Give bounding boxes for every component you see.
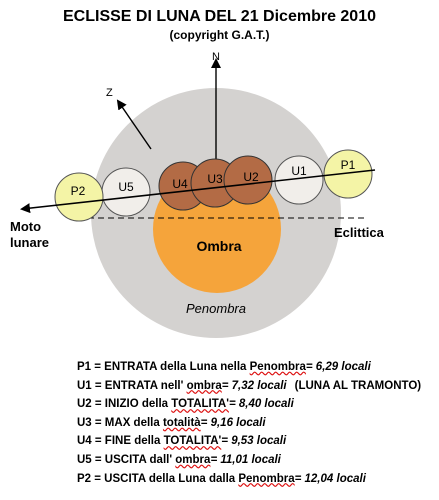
- north-label: N: [212, 51, 220, 63]
- label-u1: U1: [291, 164, 307, 178]
- legend-row: U5 = USCITA dall' ombra= 11,01 locali: [77, 453, 281, 466]
- label-u4: U4: [172, 177, 188, 191]
- timing-legend: P1 = ENTRATA della Luna nella Penombra= …: [77, 358, 437, 488]
- moon-p1: [323, 149, 373, 199]
- zenith-arrow: [116, 99, 152, 150]
- lunar-motion-arrow: [20, 169, 376, 214]
- moon-p2: [54, 172, 104, 222]
- ecliptic-label: Eclittica: [334, 225, 385, 240]
- tramonto-note: (LUNA AL TRAMONTO): [294, 379, 422, 392]
- legend-row: U3 = MAX della totalità= 9,16 locali: [77, 416, 266, 429]
- zenith-label: Z: [106, 87, 113, 99]
- moon-u1: [274, 155, 324, 205]
- eclipse-diagram: N Z P1 U1 U2 U3 U4 U5 P2 Moto lunare Ecl…: [10, 51, 385, 338]
- legend-row: U4 = FINE della TOTALITA'= 9,53 locali: [77, 435, 287, 448]
- legend-row: U2 = INIZIO della TOTALITA'= 8,40 locali: [77, 398, 294, 411]
- lunar-motion-label-1: Moto: [10, 219, 41, 234]
- legend-row: U1 = ENTRATA nell' ombra= 7,32 locali(LU…: [77, 379, 422, 392]
- lunar-motion-label-2: lunare: [10, 235, 49, 250]
- page-title: ECLISSE DI LUNA DEL 21 Dicembre 2010: [63, 8, 376, 25]
- copyright-subtitle: (copyright G.A.T.): [169, 28, 270, 42]
- penumbra-label: Penombra: [186, 301, 246, 316]
- label-u2: U2: [243, 170, 259, 184]
- label-u5: U5: [118, 180, 134, 194]
- umbra-label: Ombra: [196, 238, 241, 254]
- label-p1: P1: [341, 158, 356, 172]
- label-p2: P2: [71, 184, 86, 198]
- label-u3: U3: [207, 172, 223, 186]
- moon-u2: [223, 155, 273, 205]
- legend-row: P1 = ENTRATA della Luna nella Penombra= …: [77, 361, 371, 373]
- legend-row: P2 = USCITA della Luna dalla Penombra= 1…: [77, 472, 366, 485]
